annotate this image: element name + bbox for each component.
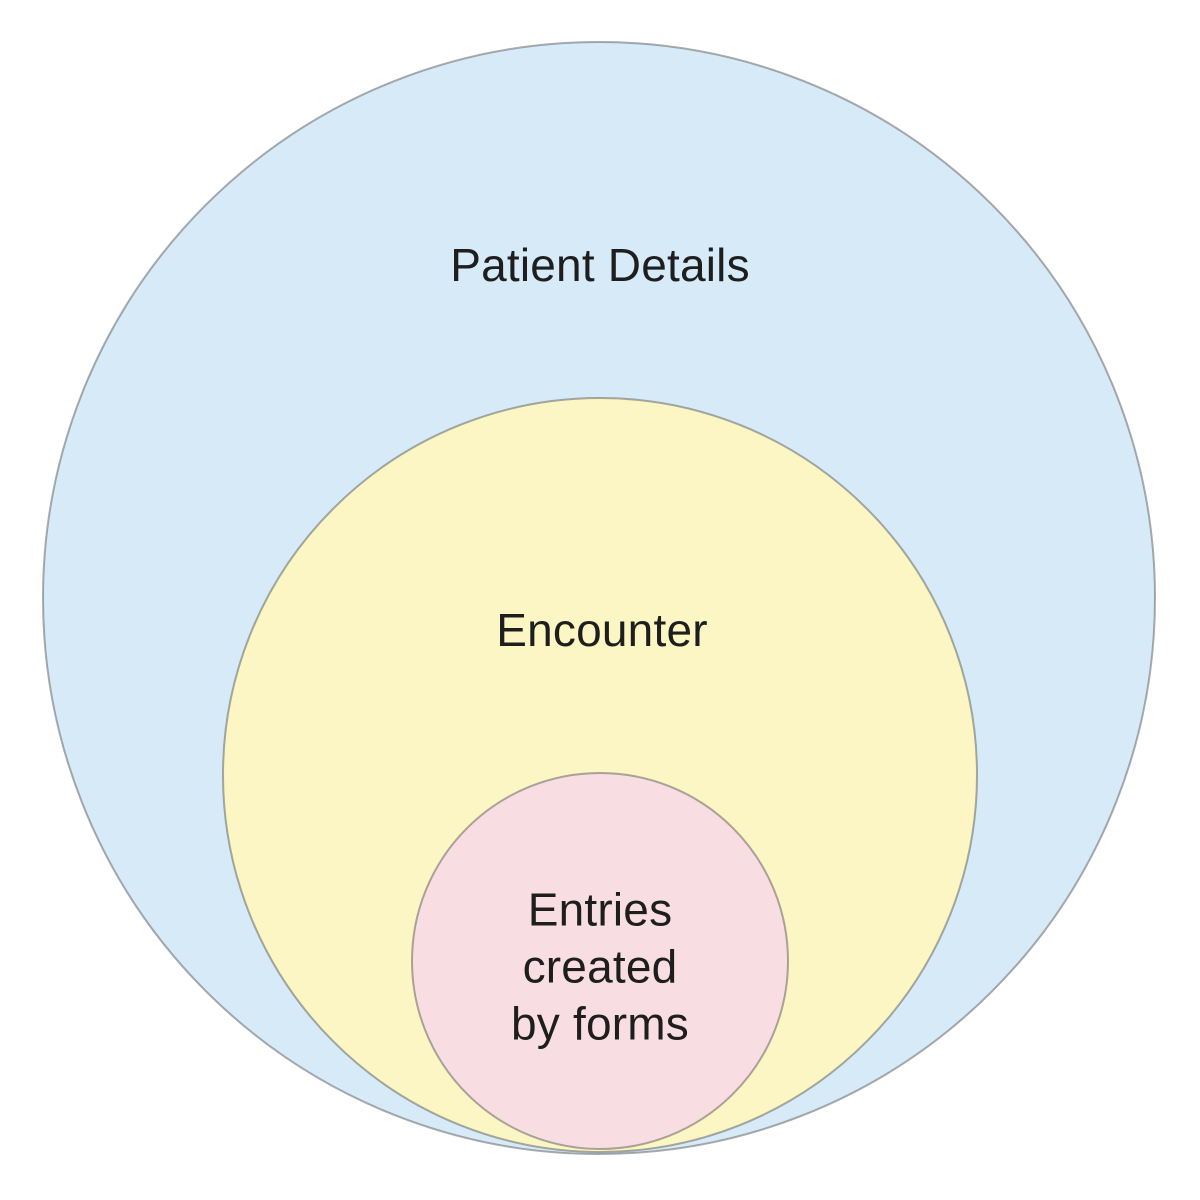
label-encounter: Encounter [496,604,708,656]
label-entries-line-2: created [522,940,678,993]
label-entries-line-3: by forms [511,997,689,1050]
label-entries-created-by-forms: Entries created by forms [511,882,689,1053]
label-entries-line-1: Entries [527,883,673,936]
label-patient-details: Patient Details [450,239,750,291]
circle-entries-created-by-forms [411,772,789,1150]
